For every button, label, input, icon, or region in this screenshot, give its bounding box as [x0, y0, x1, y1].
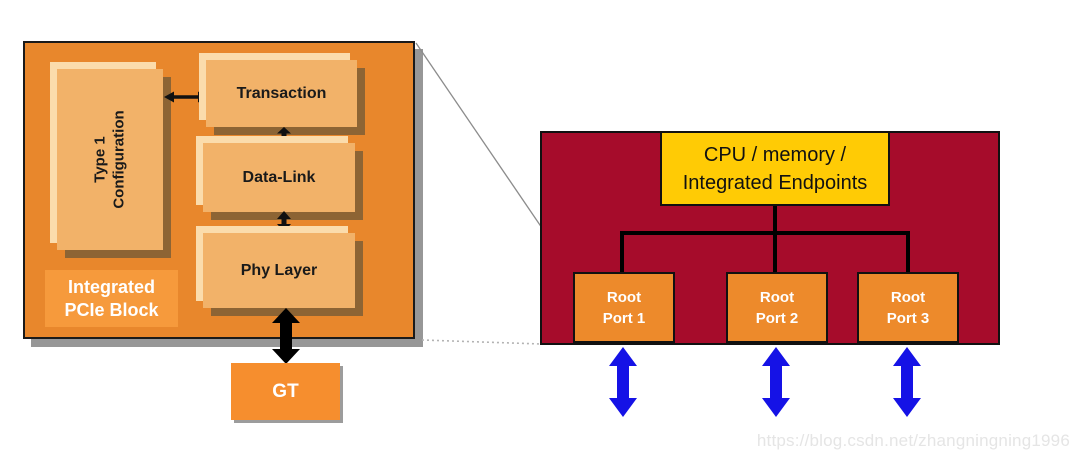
- pcie-link-arrow-icon: [893, 347, 921, 417]
- bus-connector-line: [906, 231, 910, 274]
- type1-configuration-box: Type 1 Configuration: [57, 69, 163, 250]
- diamond-double-arrow-icon: [277, 127, 291, 143]
- horizontal-double-arrow-icon: [164, 91, 208, 103]
- phy-layer-box: Phy Layer: [203, 233, 355, 308]
- integrated-pcie-block-label: Integrated PCIe Block: [45, 270, 178, 327]
- cpu-memory-endpoints-box: CPU / memory / Integrated Endpoints: [660, 131, 890, 206]
- pcie-link-arrow-icon: [609, 347, 637, 417]
- root-complex-panel: CPU / memory / Integrated Endpoints Root…: [540, 131, 1000, 345]
- type1-configuration-label: Type 1 Configuration: [91, 110, 127, 209]
- root-port-2-box: Root Port 2: [726, 272, 828, 343]
- watermark-url: https://blog.csdn.net/zhangningning1996: [756, 431, 1070, 450]
- thick-double-arrow-icon: [272, 308, 300, 364]
- root-port-3-box: Root Port 3: [857, 272, 959, 343]
- pcie-link-arrow-icon: [762, 347, 790, 417]
- bus-connector-line: [773, 206, 777, 274]
- root-port-1-box: Root Port 1: [573, 272, 675, 343]
- bus-connector-line: [620, 231, 910, 235]
- transaction-layer-box: Transaction: [206, 60, 357, 127]
- gt-box: GT: [231, 363, 340, 420]
- integrated-pcie-block-panel: Type 1 Configuration Transaction Data-Li…: [23, 41, 415, 339]
- data-link-layer-box: Data-Link: [203, 143, 355, 212]
- gt-label: GT: [272, 380, 299, 402]
- bus-connector-line: [620, 231, 624, 274]
- transaction-layer-label: Transaction: [236, 84, 327, 102]
- diamond-double-arrow-icon: [277, 211, 291, 232]
- phy-layer-label: Phy Layer: [240, 261, 318, 279]
- data-link-layer-label: Data-Link: [242, 168, 316, 186]
